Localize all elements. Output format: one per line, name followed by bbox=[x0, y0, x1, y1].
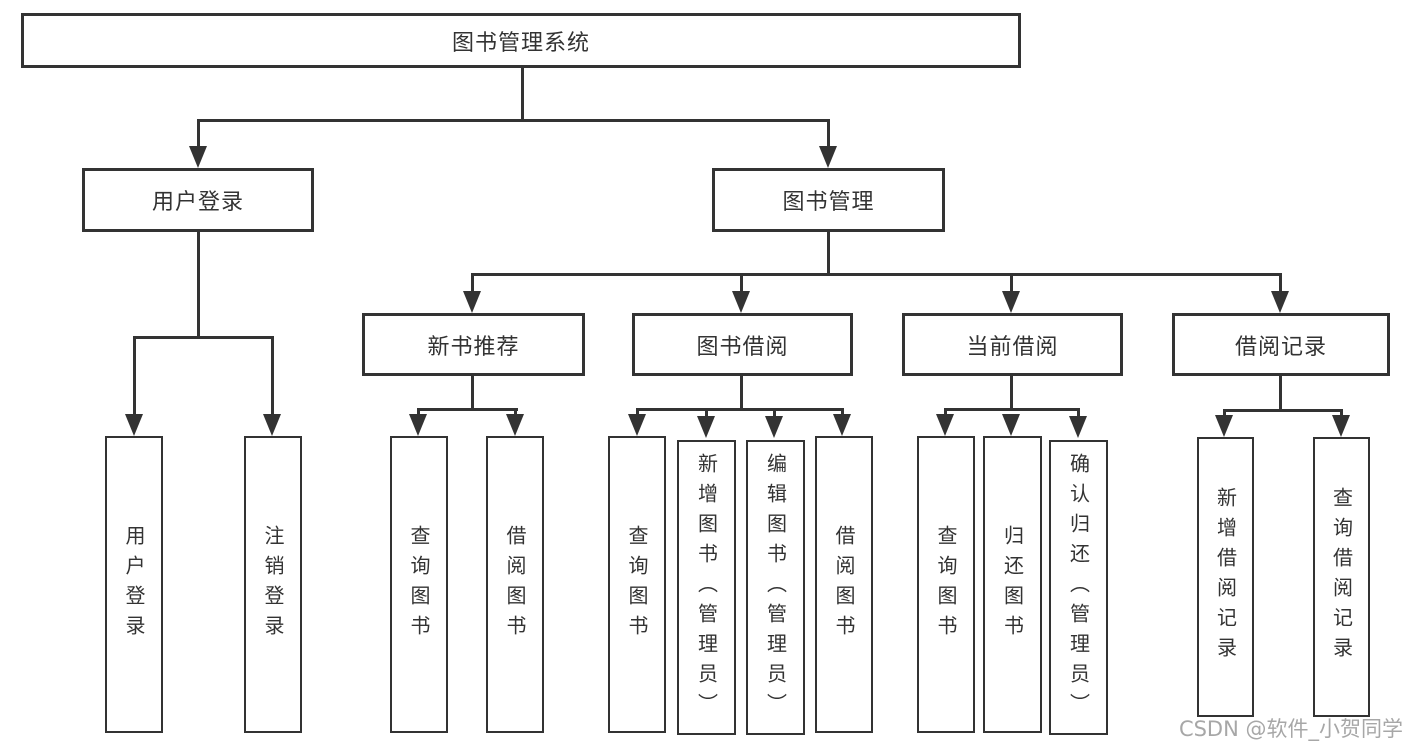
connector bbox=[944, 408, 1079, 411]
arrowhead bbox=[263, 414, 281, 436]
leaf-query-book-3: 查询图书 bbox=[917, 436, 975, 733]
node-new-book-recommend-label: 新书推荐 bbox=[427, 334, 520, 360]
leaf-borrow-book-1: 借阅图书 bbox=[486, 436, 544, 733]
leaf-edit-book-admin: 编辑图书（管理员） bbox=[746, 440, 805, 735]
connector bbox=[471, 273, 474, 295]
arrowhead bbox=[125, 414, 143, 436]
leaf-return-book: 归还图书 bbox=[983, 436, 1042, 733]
leaf-query-book-3-label: 查询图书 bbox=[934, 524, 958, 645]
csdn-watermark: CSDN @软件_小贺同学 bbox=[1178, 717, 1403, 741]
arrowhead bbox=[189, 146, 207, 168]
arrowhead bbox=[628, 414, 646, 436]
leaf-confirm-return-admin: 确认归还（管理员） bbox=[1049, 440, 1108, 735]
arrowhead bbox=[1271, 291, 1289, 313]
node-borrow-record-label: 借阅记录 bbox=[1234, 334, 1327, 360]
connector bbox=[1279, 273, 1282, 295]
node-book-borrow: 图书借阅 bbox=[632, 313, 853, 376]
arrowhead bbox=[819, 146, 837, 168]
connector bbox=[197, 230, 200, 339]
arrowhead bbox=[1215, 415, 1233, 437]
leaf-borrow-book-2: 借阅图书 bbox=[815, 436, 873, 733]
arrowhead bbox=[1069, 416, 1087, 438]
arrowhead bbox=[833, 414, 851, 436]
connector bbox=[1077, 408, 1080, 420]
connector bbox=[740, 374, 743, 411]
node-borrow-record: 借阅记录 bbox=[1172, 313, 1390, 376]
arrowhead bbox=[765, 416, 783, 438]
arrowhead bbox=[732, 291, 750, 313]
leaf-query-borrow-record: 查询借阅记录 bbox=[1313, 437, 1370, 717]
arrowhead bbox=[936, 414, 954, 436]
connector bbox=[471, 374, 474, 411]
connector bbox=[271, 336, 274, 420]
node-book-borrow-label: 图书借阅 bbox=[696, 334, 789, 360]
connector bbox=[636, 408, 844, 411]
node-current-borrow-label: 当前借阅 bbox=[966, 334, 1059, 360]
node-current-borrow: 当前借阅 bbox=[902, 313, 1123, 376]
arrowhead bbox=[1002, 291, 1020, 313]
leaf-logout: 注销登录 bbox=[244, 436, 302, 733]
leaf-query-book-2-label: 查询图书 bbox=[625, 524, 649, 645]
connector bbox=[471, 273, 1282, 276]
node-root: 图书管理系统 bbox=[21, 13, 1021, 68]
connector bbox=[521, 66, 524, 121]
node-root-label: 图书管理系统 bbox=[451, 30, 590, 56]
leaf-edit-book-admin-label: 编辑图书（管理员） bbox=[763, 452, 788, 723]
arrowhead bbox=[463, 291, 481, 313]
node-book-management-label: 图书管理 bbox=[782, 190, 875, 215]
connector bbox=[740, 273, 743, 295]
leaf-query-book-1-label: 查询图书 bbox=[407, 524, 431, 645]
connector bbox=[1010, 273, 1013, 295]
leaf-add-book-admin-label: 新增图书（管理员） bbox=[694, 452, 719, 723]
leaf-confirm-return-admin-label: 确认归还（管理员） bbox=[1066, 452, 1091, 723]
connector bbox=[1279, 374, 1282, 412]
node-user-login: 用户登录 bbox=[82, 168, 314, 232]
connector bbox=[197, 119, 830, 122]
arrowhead bbox=[1332, 415, 1350, 437]
leaf-borrow-book-2-label: 借阅图书 bbox=[832, 524, 856, 645]
leaf-borrow-book-1-label: 借阅图书 bbox=[503, 524, 527, 645]
connector bbox=[1010, 374, 1013, 411]
connector bbox=[133, 336, 274, 339]
leaf-query-borrow-record-label: 查询借阅记录 bbox=[1329, 487, 1354, 667]
connector bbox=[133, 336, 136, 420]
node-new-book-recommend: 新书推荐 bbox=[362, 313, 585, 376]
node-user-login-label: 用户登录 bbox=[151, 190, 244, 215]
connector bbox=[1223, 409, 1343, 412]
leaf-logout-label: 注销登录 bbox=[261, 524, 285, 645]
leaf-query-book-2: 查询图书 bbox=[608, 436, 666, 733]
arrowhead bbox=[697, 416, 715, 438]
arrowhead bbox=[506, 414, 524, 436]
leaf-add-borrow-record-label: 新增借阅记录 bbox=[1213, 487, 1238, 667]
leaf-user-login: 用户登录 bbox=[105, 436, 163, 733]
connector bbox=[827, 119, 830, 150]
arrowhead bbox=[409, 414, 427, 436]
arrowhead bbox=[1002, 414, 1020, 436]
leaf-query-book-1: 查询图书 bbox=[390, 436, 448, 733]
leaf-return-book-label: 归还图书 bbox=[1000, 524, 1025, 645]
connector bbox=[773, 408, 776, 420]
connector bbox=[417, 408, 518, 411]
node-book-management: 图书管理 bbox=[712, 168, 945, 232]
connector bbox=[197, 119, 200, 150]
connector bbox=[705, 408, 708, 420]
connector bbox=[827, 230, 830, 276]
leaf-add-book-admin: 新增图书（管理员） bbox=[677, 440, 736, 735]
leaf-add-borrow-record: 新增借阅记录 bbox=[1197, 437, 1254, 717]
leaf-user-login-label: 用户登录 bbox=[122, 524, 146, 645]
